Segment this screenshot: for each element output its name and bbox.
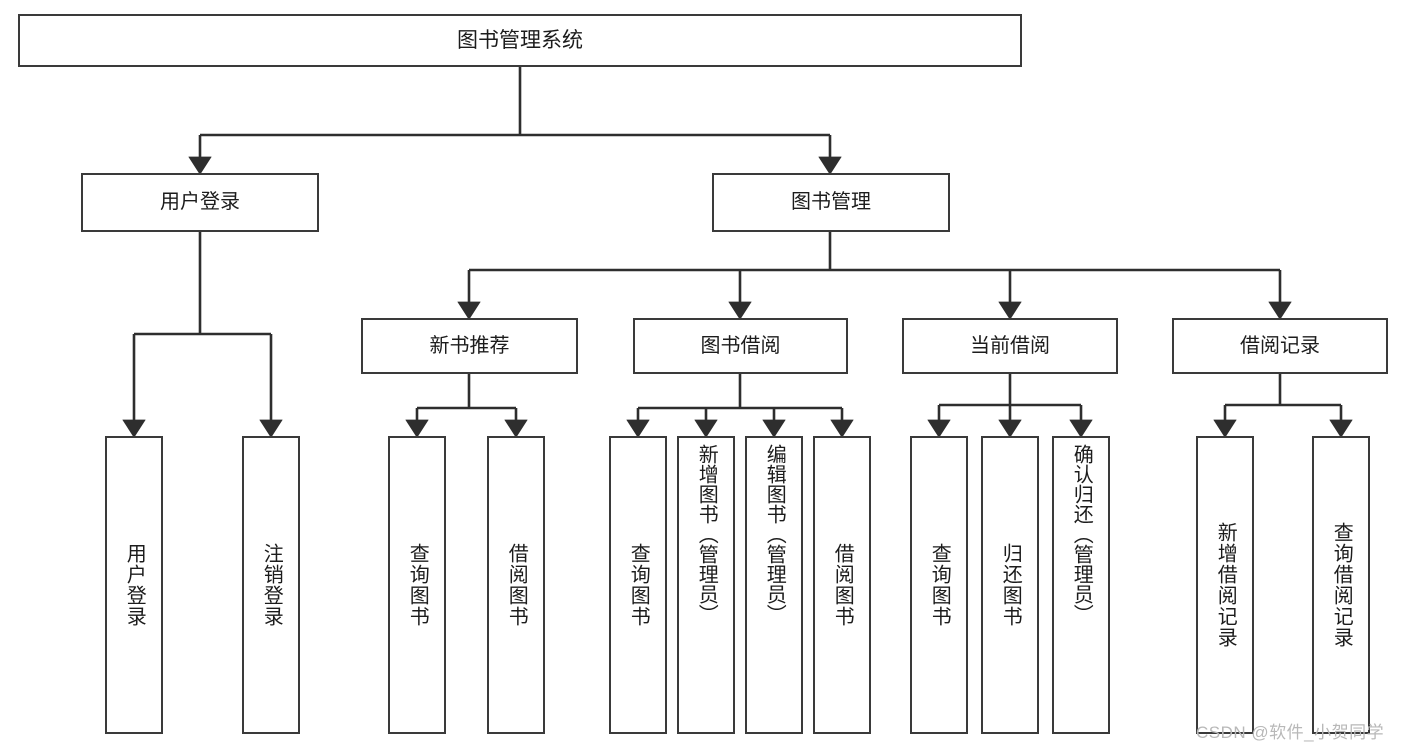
node-category-borrow-records[interactable]: 借阅记录	[1172, 318, 1388, 374]
node-leaf-query-books-recommend[interactable]: 查询图书	[388, 436, 446, 734]
node-category-current-borrow[interactable]: 当前借阅	[902, 318, 1118, 374]
node-leaf-query-borrow-record[interactable]: 查询借阅记录	[1312, 436, 1370, 734]
node-leaf-user-login[interactable]: 用户登录	[105, 436, 163, 734]
node-root[interactable]: 图书管理系统	[18, 14, 1022, 67]
csdn-watermark: CSDN @软件_小贺同学	[1196, 723, 1385, 742]
node-leaf-borrow-books-recommend[interactable]: 借阅图书	[487, 436, 545, 734]
node-branch-book-management[interactable]: 图书管理	[712, 173, 950, 232]
node-leaf-edit-book-admin[interactable]: 编辑图书（管理员）	[745, 436, 803, 734]
node-leaf-add-borrow-record[interactable]: 新增借阅记录	[1196, 436, 1254, 734]
node-leaf-return-book[interactable]: 归还图书	[981, 436, 1039, 734]
node-leaf-confirm-return-admin[interactable]: 确认归还（管理员）	[1052, 436, 1110, 734]
node-leaf-query-books-current[interactable]: 查询图书	[910, 436, 968, 734]
node-category-new-book-recommend[interactable]: 新书推荐	[361, 318, 578, 374]
node-branch-user-login[interactable]: 用户登录	[81, 173, 319, 232]
node-leaf-query-books-borrow[interactable]: 查询图书	[609, 436, 667, 734]
node-category-book-borrow[interactable]: 图书借阅	[633, 318, 848, 374]
node-leaf-borrow-book[interactable]: 借阅图书	[813, 436, 871, 734]
node-leaf-logout[interactable]: 注销登录	[242, 436, 300, 734]
node-leaf-add-book-admin[interactable]: 新增图书（管理员）	[677, 436, 735, 734]
